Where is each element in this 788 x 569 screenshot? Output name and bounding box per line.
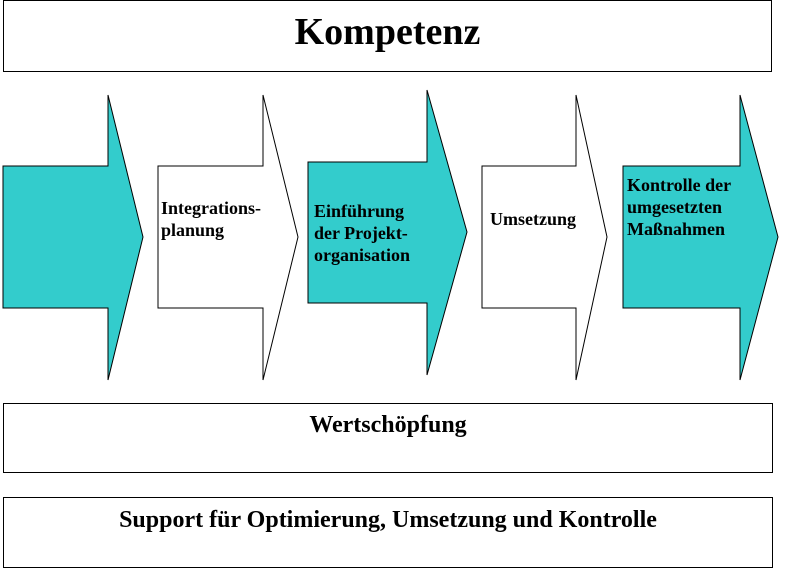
step-3-label: Einführung der Projekt- organisation (314, 201, 411, 265)
step-5-label: Kontrolle der umgesetzten Maßnahmen (627, 175, 732, 239)
value-creation-box: Wertschöpfung (3, 403, 773, 473)
title-box: Kompetenz (3, 0, 772, 72)
title: Kompetenz (294, 11, 481, 53)
arrow-step-3 (307, 89, 468, 376)
value-creation-label: Wertschöpfung (309, 412, 467, 438)
step-4-label: Umsetzung (490, 209, 576, 229)
support-label: Support für Optimierung, Umsetzung und K… (119, 507, 657, 533)
process-arrows (2, 89, 779, 381)
arrow-step-2 (157, 94, 299, 381)
arrow-step-4 (481, 94, 608, 381)
arrow-step-1 (2, 94, 144, 381)
arrow-step-5 (622, 94, 779, 381)
step-2-label: Integrations- planung (161, 198, 261, 240)
support-box: Support für Optimierung, Umsetzung und K… (3, 497, 773, 568)
